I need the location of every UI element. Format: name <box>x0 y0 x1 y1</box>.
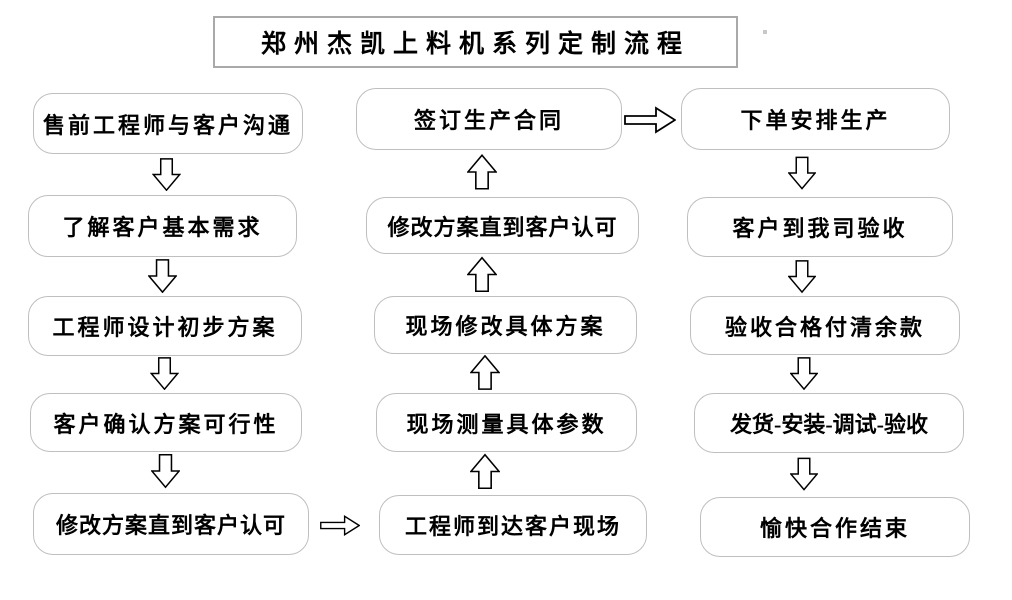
arrow-down-icon <box>790 457 818 491</box>
arrow-down-icon <box>151 454 180 489</box>
arrow-down-icon <box>788 260 816 294</box>
step-revise-until-approved: 修改方案直到客户认可 <box>33 493 309 555</box>
arrow-down-icon <box>788 156 816 190</box>
diagram-title-box: 郑州杰凯上料机系列定制流程 <box>213 16 738 68</box>
step-onsite-revise-until-approved: 修改方案直到客户认可 <box>366 197 639 254</box>
step-ship-install-debug-accept: 发货-安装-调试-验收 <box>694 393 964 453</box>
step-onsite-measure-parameters: 现场测量具体参数 <box>376 393 637 452</box>
step-confirm-feasibility: 客户确认方案可行性 <box>30 393 302 452</box>
stray-dot <box>763 30 767 34</box>
arrow-down-icon <box>148 259 177 293</box>
step-pay-balance: 验收合格付清余款 <box>690 296 960 355</box>
diagram-title: 郑州杰凯上料机系列定制流程 <box>260 31 690 58</box>
arrow-down-icon <box>790 357 818 391</box>
arrow-up-icon <box>470 453 500 490</box>
step-cooperation-end: 愉快合作结束 <box>700 497 970 557</box>
arrow-right-icon <box>624 106 676 134</box>
step-customer-acceptance: 客户到我司验收 <box>687 197 953 257</box>
step-engineer-arrive-site: 工程师到达客户现场 <box>379 495 647 555</box>
arrow-down-icon <box>150 357 179 390</box>
step-order-production: 下单安排生产 <box>681 88 950 150</box>
step-presale-communication: 售前工程师与客户沟通 <box>33 93 303 154</box>
step-initial-design: 工程师设计初步方案 <box>28 296 302 356</box>
arrow-right-icon <box>320 515 360 536</box>
step-understand-needs: 了解客户基本需求 <box>28 195 297 257</box>
arrow-up-icon <box>467 256 497 293</box>
step-onsite-modify-plan: 现场修改具体方案 <box>374 296 637 354</box>
arrow-up-icon <box>470 355 500 390</box>
arrow-up-icon <box>467 154 497 190</box>
step-sign-contract: 签订生产合同 <box>356 88 622 150</box>
arrow-down-icon <box>152 158 181 191</box>
